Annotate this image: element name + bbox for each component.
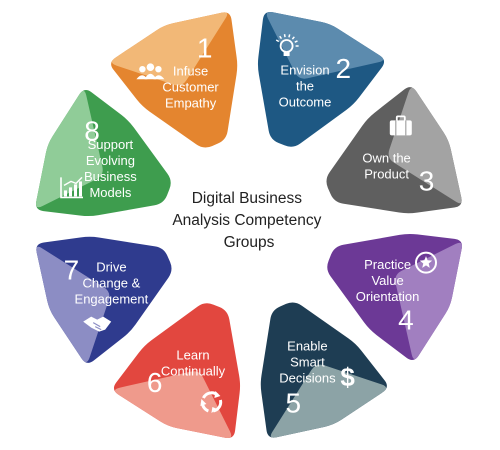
- segment-6-label-line: Learn: [176, 348, 209, 363]
- segment-7-label-line: Engagement: [75, 291, 149, 306]
- segment-8-accent: [35, 90, 103, 208]
- segment-2-label-line: Envision: [280, 62, 329, 77]
- segment-3-label-line: Product: [364, 167, 409, 182]
- segment-6-label-line: Continually: [161, 364, 226, 379]
- segment-3-label-line: Own the: [362, 151, 410, 166]
- segment-7-label-line: Drive: [96, 259, 126, 274]
- people-icon: [136, 63, 165, 80]
- segment-4-number: 4: [398, 304, 414, 335]
- segment-4-label-line: Orientation: [356, 289, 420, 304]
- cycle-icon: [200, 391, 223, 413]
- segment-2-label-line: the: [296, 78, 314, 93]
- segment-5-number: 5: [286, 388, 302, 419]
- segment-8-label-line: Business: [84, 169, 137, 184]
- segment-1-label-line: Empathy: [165, 95, 217, 110]
- svg-text:$: $: [340, 362, 355, 392]
- segment-8-label-line: Models: [89, 185, 131, 200]
- segment-6-number: 6: [147, 367, 163, 398]
- center-title-line-3: Groups: [224, 234, 275, 251]
- segment-7-label-line: Change &: [82, 275, 140, 290]
- segment-5-label-line: Enable: [287, 339, 327, 354]
- segment-8-label-line: Support: [88, 137, 134, 152]
- segment-3-accent: [388, 87, 462, 204]
- segment-4-label-line: Value: [371, 273, 403, 288]
- segment-4-accent: [395, 242, 463, 360]
- segment-5-label-line: Decisions: [279, 371, 336, 386]
- segment-2-number: 2: [336, 53, 352, 84]
- segment-5-label-line: Smart: [290, 355, 325, 370]
- briefcase-icon: [389, 115, 412, 136]
- dollar-icon: $: [340, 362, 355, 392]
- center-title-line-1: Digital Business: [192, 190, 303, 207]
- segment-8-label-line: Evolving: [86, 153, 135, 168]
- segment-2-label-line: Outcome: [279, 94, 332, 109]
- center-title-line-2: Analysis Competency: [172, 212, 321, 229]
- segment-2-accent: [266, 11, 384, 79]
- segment-8-number: 8: [84, 116, 100, 147]
- award-star-icon: [415, 251, 437, 274]
- segment-3-number: 3: [419, 166, 435, 197]
- segment-5-accent: [270, 364, 387, 438]
- growth-chart-icon: [60, 176, 83, 199]
- segment-1-label-line: Infuse: [173, 63, 208, 78]
- segment-6-accent: [114, 371, 232, 439]
- lightbulb-icon: [275, 34, 299, 56]
- segment-1-label-line: Customer: [162, 79, 219, 94]
- segment-7-accent: [36, 246, 110, 363]
- segment-7-number: 7: [64, 254, 80, 285]
- handshake-icon: [83, 316, 112, 332]
- center-title: Digital Business Analysis Competency Gro…: [172, 190, 325, 251]
- segment-1-number: 1: [197, 32, 213, 63]
- segment-4-label-line: Practice: [364, 257, 411, 272]
